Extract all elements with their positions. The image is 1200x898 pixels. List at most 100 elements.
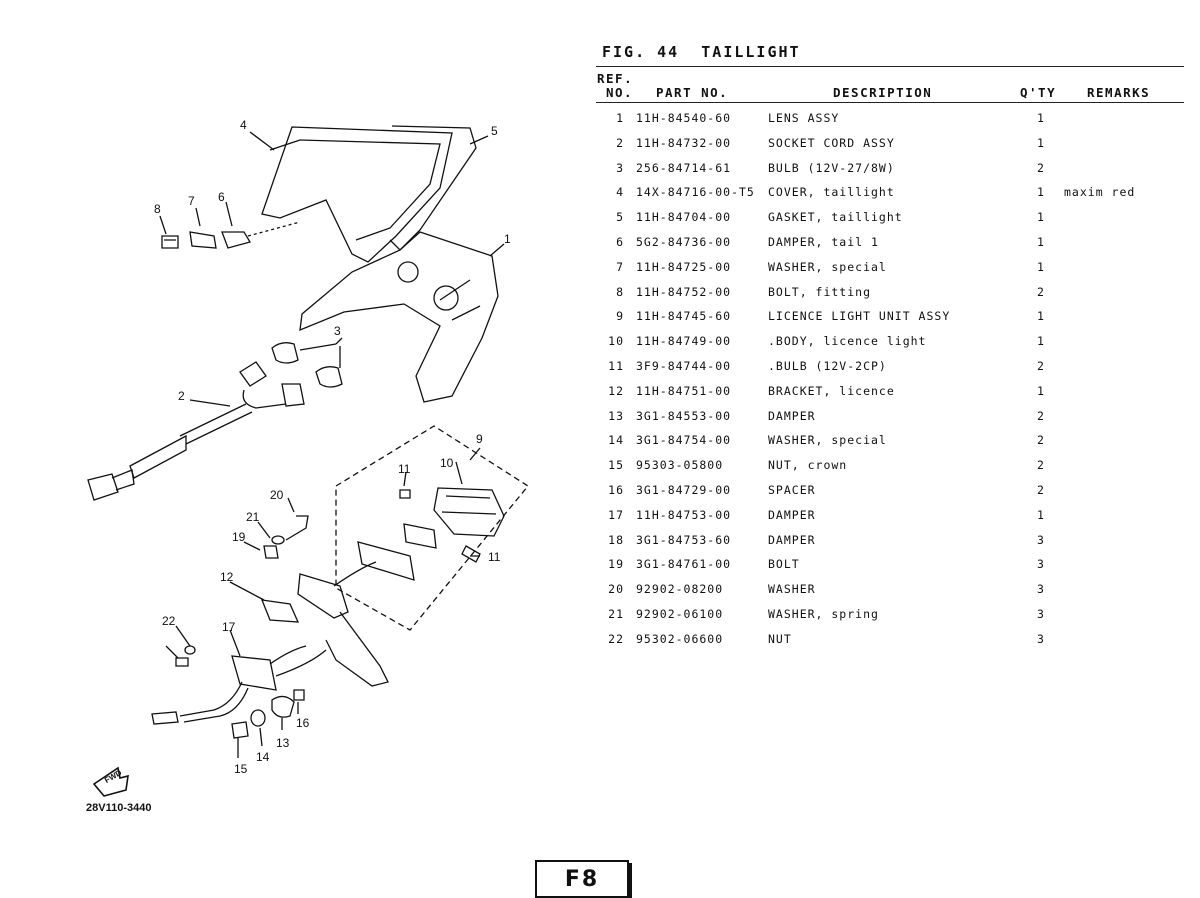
callout: 20 (270, 488, 284, 502)
ref-no-cell: 20 (608, 582, 624, 597)
qty-cell: 1 (1037, 309, 1045, 324)
ref-no-cell: 2 (616, 135, 624, 150)
ref-no-cell: 17 (608, 507, 624, 522)
ref-no-cell: 6 (616, 235, 624, 249)
page-label: F8 (535, 860, 629, 898)
part-no-cell: 11H-84753-00 (636, 507, 732, 522)
nut-22-part (175, 657, 189, 667)
part-no-cell: 3F9-84744-00 (636, 359, 732, 373)
part-no-cell: 95303-05800 (636, 458, 724, 473)
part-no-cell: 3G1-84753-60 (636, 532, 732, 547)
part-no-cell: 256-84714-61 (636, 160, 732, 175)
qty-cell: 2 (1037, 408, 1045, 423)
callout: 7 (188, 194, 195, 208)
part-no-cell: 11H-84704-00 (636, 210, 732, 225)
socket-cord-part (239, 361, 267, 387)
header-bottom-rule (596, 102, 1184, 103)
ref-no-cell: 3 (616, 160, 624, 175)
lens-assy-part (299, 231, 499, 403)
qty-cell: 3 (1037, 631, 1045, 646)
table-row: 12 11H-84751-00 BRACKET, licence 1 (596, 384, 1184, 409)
nut-crown-15-part (231, 721, 249, 739)
description-header: DESCRIPTION (833, 85, 933, 100)
part-no-cell: 11H-84745-60 (636, 309, 732, 324)
qty-cell: 2 (1037, 359, 1045, 373)
description-cell: NUT (768, 631, 792, 646)
qty-cell: 1 (1037, 235, 1045, 249)
description-cell: GASKET, taillight (768, 210, 903, 225)
description-cell: WASHER, special (768, 259, 887, 274)
bulb-part (271, 342, 299, 364)
figure-number: FIG. 44 (602, 43, 680, 61)
table-row: 13 3G1-84553-00 DAMPER 2 (596, 409, 1184, 434)
ref-no-cell: 12 (608, 383, 624, 398)
part-no-header: PART NO. (656, 85, 729, 100)
qty-cell: 2 (1037, 458, 1045, 473)
callout: 10 (440, 456, 454, 470)
qty-cell: 2 (1037, 284, 1045, 299)
ref-no-cell: 13 (608, 408, 624, 423)
qty-cell: 1 (1037, 111, 1045, 125)
table-row: 3 256-84714-61 BULB (12V-27/8W) 2 (596, 161, 1184, 186)
damper-17-part (231, 655, 277, 691)
description-cell: BOLT, fitting (768, 284, 872, 299)
ref-no-cell: 7 (616, 259, 624, 274)
part-no-cell: 3G1-84553-00 (636, 408, 732, 423)
ref-no-cell: 19 (608, 557, 624, 572)
ref-no-cell: 5 (616, 210, 624, 225)
callout: 3 (334, 324, 341, 338)
description-cell: BRACKET, licence (768, 383, 895, 398)
washer-spring-21-part (184, 645, 196, 655)
callout: 17 (222, 620, 236, 634)
qty-cell: 1 (1037, 383, 1045, 398)
description-cell: COVER, taillight (768, 185, 895, 200)
exploded-diagram-drawing (87, 125, 529, 797)
description-cell: DAMPER (768, 507, 816, 522)
callout: 6 (218, 190, 225, 204)
part-no-cell: 11H-84751-00 (636, 383, 732, 398)
description-cell: DAMPER (768, 408, 816, 423)
description-cell: DAMPER, tail 1 (768, 235, 879, 249)
damper-tail-part (221, 231, 251, 249)
qty-cell: 2 (1037, 433, 1045, 448)
ref-no-cell: 4 (616, 185, 624, 200)
remarks-header: REMARKS (1087, 85, 1151, 100)
connector-part (87, 473, 119, 501)
part-no-cell: 11H-84725-00 (636, 259, 732, 274)
damper-13-part (271, 695, 295, 718)
qty-cell: 1 (1037, 334, 1045, 349)
part-no-cell: 11H-84749-00 (636, 334, 732, 349)
part-no-cell: 92902-08200 (636, 582, 724, 597)
part-no-cell: 11H-84540-60 (636, 111, 732, 125)
fwd-arrow-icon (92, 766, 129, 797)
ref-no-cell: 22 (608, 631, 624, 646)
callout: 22 (162, 614, 176, 628)
washer-special-14-part (250, 709, 266, 727)
ref-no-cell: 18 (608, 532, 624, 547)
remarks-cell: maxim red (1064, 185, 1136, 200)
ref-no-cell: 10 (608, 334, 624, 349)
qty-cell: 3 (1037, 557, 1045, 572)
callout: 11 (488, 550, 501, 564)
cover-taillight-part (261, 126, 453, 263)
description-cell: BULB (12V-27/8W) (768, 160, 895, 175)
callout: 4 (240, 118, 247, 132)
description-cell: .BULB (12V-2CP) (768, 359, 887, 373)
qty-cell: 2 (1037, 160, 1045, 175)
part-no-cell: 5G2-84736-00 (636, 235, 732, 249)
description-cell: SOCKET CORD ASSY (768, 135, 895, 150)
callout: 21 (246, 510, 260, 524)
callout: 14 (256, 750, 270, 764)
part-no-cell: 14X-84716-00-T5 (636, 185, 755, 200)
